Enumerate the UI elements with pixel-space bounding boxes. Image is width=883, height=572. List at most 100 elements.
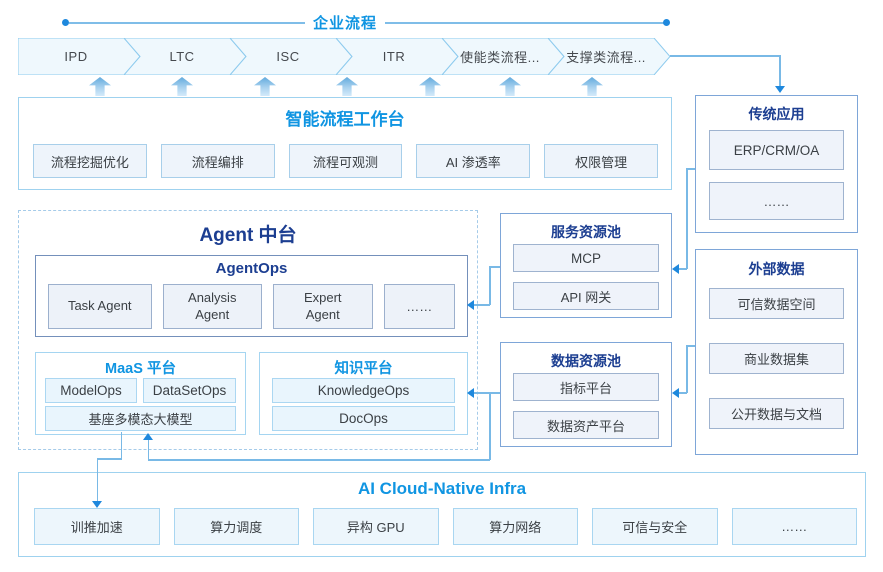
connector-data-to-maas: [148, 459, 490, 461]
arrowhead-down-icon: [92, 501, 102, 508]
legacy-apps-item: ERP/CRM/OA: [709, 130, 844, 170]
workbench-item: 流程可观测: [288, 144, 403, 178]
maas-row1: ModelOps DataSetOps: [45, 378, 236, 403]
service-pool-item: API 网关: [513, 282, 659, 310]
maas-foundation-model: 基座多模态大模型: [45, 406, 236, 431]
up-arrow-icon: [254, 77, 276, 96]
band-endpoint-dot-right: [663, 19, 670, 26]
infra-item: 异构 GPU: [313, 508, 439, 545]
agentops-title: AgentOps: [215, 260, 288, 277]
legacy-apps-item: ……: [709, 182, 844, 220]
connector-maas-to-infra: [96, 458, 98, 502]
chevron-label: 使能类流程...: [460, 50, 540, 65]
connector-service-to-agentops: [474, 304, 490, 306]
chevron-label: ISC: [276, 49, 300, 64]
infra-item: 算力调度: [173, 508, 299, 545]
workbench-panel: 智能流程工作台 流程挖掘优化 流程编排 流程可观测 AI 渗透率 权限管理: [18, 97, 672, 190]
band-line-right: [385, 22, 666, 24]
connector-legacy-to-service: [686, 168, 695, 170]
connector-data-to-maas: [489, 392, 491, 460]
knowledge-title: 知识平台: [334, 361, 393, 377]
up-arrow-icon: [419, 77, 441, 96]
agent-item: Analysis Agent: [162, 284, 262, 329]
connector-data-to-maas: [147, 440, 149, 460]
maas-box: MaaS 平台 ModelOps DataSetOps 基座多模态大模型: [35, 352, 246, 435]
agent-item: ……: [383, 284, 455, 329]
service-pool-title: 服务资源池: [551, 224, 621, 240]
infra-item: 算力网络: [452, 508, 578, 545]
connector-external-to-data: [686, 345, 688, 393]
data-pool-panel: 数据资源池 指标平台 数据资产平台: [500, 342, 672, 447]
maas-item: DataSetOps: [143, 378, 236, 403]
infra-item: ……: [731, 508, 857, 545]
connector-service-to-agentops: [489, 266, 500, 268]
connector-external-to-data: [686, 345, 695, 347]
infra-item: 训推加速: [34, 508, 160, 545]
workbench-item: 流程挖掘优化: [33, 144, 147, 178]
connector-maas-to-infra: [120, 432, 122, 459]
connector-service-to-agentops: [489, 266, 491, 305]
up-arrow-icon: [581, 77, 603, 96]
chevron-shape-icon: [548, 38, 670, 75]
infra-title: AI Cloud-Native Infra: [357, 479, 527, 498]
connector-data-to-knowledge: [474, 392, 490, 394]
data-pool-item: 指标平台: [513, 373, 659, 401]
data-pool-title: 数据资源池: [551, 353, 621, 369]
agent-platform-panel: Agent 中台 AgentOps Task Agent Analysis Ag…: [18, 210, 478, 450]
maas-item: ModelOps: [45, 378, 137, 403]
arrowhead-left-icon: [672, 388, 679, 398]
process-chevron: ISC: [230, 38, 352, 75]
workbench-items-row: 流程挖掘优化 流程编排 流程可观测 AI 渗透率 权限管理: [33, 144, 658, 178]
connector-legacy-to-service: [679, 268, 687, 270]
agent-item: Task Agent: [48, 284, 152, 329]
maas-title: MaaS 平台: [105, 361, 176, 377]
process-chevron: ITR: [336, 38, 458, 75]
up-arrow-icon: [499, 77, 521, 96]
arrowhead-up-icon: [143, 433, 153, 440]
process-chevron: 使能类流程...: [442, 38, 564, 75]
infra-item: 可信与安全: [592, 508, 718, 545]
up-arrow-icon: [171, 77, 193, 96]
chevron-shape-icon: [230, 38, 352, 75]
arrowhead-down-icon: [775, 86, 785, 93]
chevron-shape-icon: [124, 38, 246, 75]
external-data-item: 可信数据空间: [709, 288, 844, 319]
connector-maas-to-infra: [97, 458, 122, 460]
infra-items-row: 训推加速 算力调度 异构 GPU 算力网络 可信与安全 ……: [34, 508, 857, 545]
workbench-item: 流程编排: [160, 144, 275, 178]
knowledge-item: KnowledgeOps: [272, 378, 455, 403]
external-data-panel: 外部数据 可信数据空间 商业数据集 公开数据与文档: [695, 249, 858, 455]
knowledge-item: DocOps: [272, 406, 455, 431]
knowledge-box: 知识平台 KnowledgeOps DocOps: [259, 352, 468, 435]
process-chevron: LTC: [124, 38, 246, 75]
external-data-item: 商业数据集: [709, 343, 844, 374]
chevron-label: LTC: [169, 49, 195, 64]
process-chevron: IPD: [18, 38, 140, 75]
agentops-items-row: Task Agent Analysis Agent Expert Agent ……: [48, 284, 455, 329]
arrowhead-left-icon: [467, 388, 474, 398]
process-chevron: 支撑类流程...: [548, 38, 670, 75]
up-arrow-icon: [89, 77, 111, 96]
external-data-item: 公开数据与文档: [709, 398, 844, 429]
external-data-title: 外部数据: [748, 261, 805, 277]
chevron-shape-icon: [336, 38, 458, 75]
legacy-apps-panel: 传统应用 ERP/CRM/OA ……: [695, 95, 858, 233]
infra-panel: AI Cloud-Native Infra 训推加速 算力调度 异构 GPU 算…: [18, 472, 866, 557]
band-line-left: [69, 22, 305, 24]
arrowhead-left-icon: [672, 264, 679, 274]
connector-process-to-legacy: [670, 55, 780, 57]
band-endpoint-dot-left: [62, 19, 69, 26]
agent-item: Expert Agent: [273, 284, 373, 329]
legacy-apps-title: 传统应用: [748, 106, 805, 122]
chevron-label: 支撑类流程...: [566, 50, 646, 65]
workbench-item: AI 渗透率: [416, 144, 531, 178]
connector-external-to-data: [679, 392, 687, 394]
service-pool-panel: 服务资源池 MCP API 网关: [500, 213, 672, 318]
chevron-label: IPD: [64, 49, 88, 64]
connector-process-to-legacy: [779, 55, 781, 86]
agent-platform-title: Agent 中台: [199, 225, 297, 246]
data-pool-item: 数据资产平台: [513, 411, 659, 439]
connector-legacy-to-service: [686, 168, 688, 269]
service-pool-item: MCP: [513, 244, 659, 272]
